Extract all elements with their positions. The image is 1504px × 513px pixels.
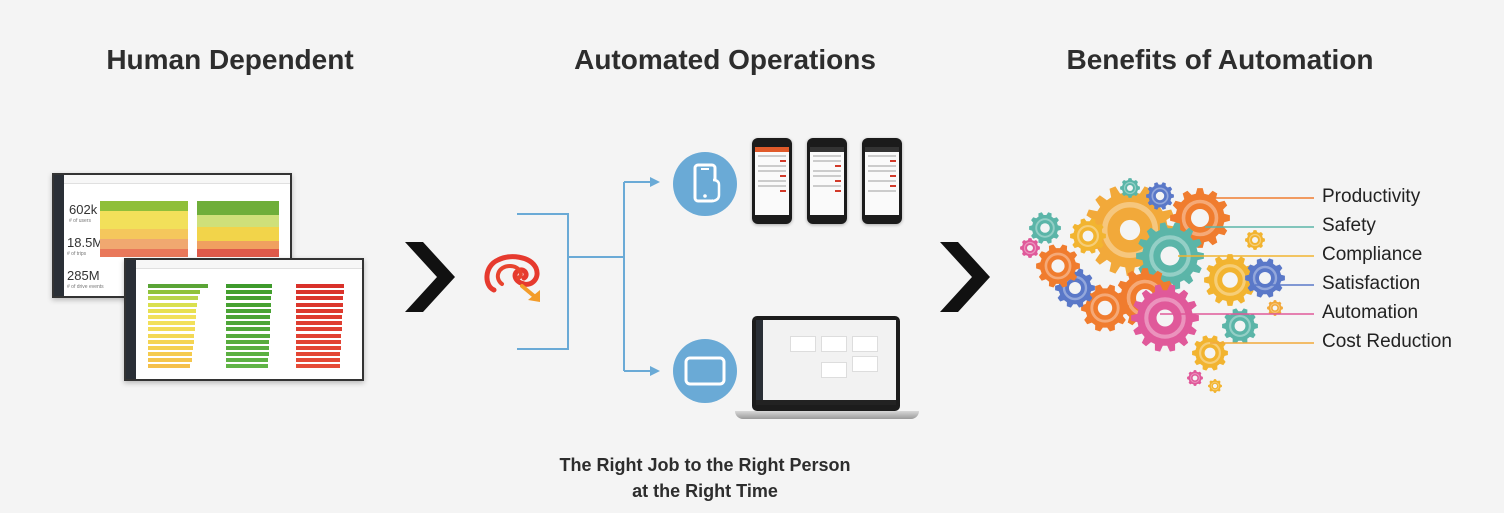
- gear: [1081, 284, 1129, 332]
- gear: [1146, 182, 1174, 210]
- gear: [1192, 335, 1228, 371]
- gear: [1070, 218, 1106, 254]
- bar-chart-green: [226, 284, 286, 371]
- metric-drive-events-label: # of drive events: [67, 284, 104, 290]
- benefit-satisfaction: Satisfaction: [1322, 273, 1421, 294]
- gear: [1208, 379, 1222, 393]
- gear: [1245, 258, 1285, 298]
- metric-trips: 18.5M # of trips: [67, 235, 103, 257]
- bar-chart-red: [296, 284, 356, 371]
- brain-logo-icon: [484, 254, 540, 302]
- bar-chart-yellow: [148, 284, 218, 371]
- caption-line-1: The Right Job to the Right Person: [559, 455, 851, 475]
- metric-drive-events-value: 285M: [67, 268, 100, 283]
- phone-screenshot-1: [752, 138, 792, 224]
- tablet-icon: [684, 356, 726, 386]
- chevron-right-icon: [405, 242, 455, 312]
- caption-line-2: at the Right Time: [632, 481, 778, 501]
- benefit-productivity: Productivity: [1322, 186, 1421, 207]
- metric-users: 602k # of users: [69, 202, 97, 224]
- benefit-automation: Automation: [1322, 302, 1419, 323]
- gear: [1204, 254, 1256, 306]
- gear: [1120, 178, 1140, 198]
- benefit-safety: Safety: [1322, 215, 1376, 236]
- metric-trips-value: 18.5M: [67, 235, 104, 250]
- tablet-circle: [673, 339, 737, 403]
- chevron-right-icon: [940, 242, 990, 312]
- metric-trips-label: # of trips: [67, 251, 87, 257]
- heading-human-dependent: Human Dependent: [106, 44, 354, 75]
- benefit-cost-reduction: Cost Reduction: [1322, 331, 1452, 352]
- dashboard-screenshot-back: 602k # of users 18.5M # of trips 285M # …: [52, 173, 292, 298]
- flow-connectors: [517, 177, 660, 376]
- metric-drive-events: 285M # of drive events: [67, 268, 104, 290]
- benefit-compliance: Compliance: [1322, 244, 1423, 265]
- metric-users-label: # of users: [69, 218, 91, 224]
- phone-circle: [673, 152, 737, 216]
- area-chart-right: [197, 201, 279, 257]
- gear: [1245, 230, 1265, 250]
- gear: [1029, 212, 1061, 244]
- heading-benefits-of-automation: Benefits of Automation: [1066, 44, 1374, 75]
- gear: [1222, 308, 1258, 344]
- laptop-base: [735, 411, 919, 419]
- metric-users-value: 602k: [69, 202, 98, 217]
- smartphone-icon: [693, 163, 721, 203]
- phone-screenshot-2: [807, 138, 847, 224]
- gear: [1267, 300, 1283, 316]
- laptop-screenshot: [752, 316, 900, 411]
- heading-automated-operations: Automated Operations: [574, 44, 876, 75]
- gear: [1187, 370, 1203, 386]
- gears-brain-icon: [1020, 178, 1285, 393]
- area-chart-left: [100, 201, 188, 257]
- dashboard-screenshot-front: [124, 258, 364, 381]
- diagram-caption: The Right Job to the Right Person at the…: [520, 452, 890, 504]
- phone-screenshot-3: [862, 138, 902, 224]
- gear: [1020, 238, 1040, 258]
- benefit-connector-lines: [1160, 197, 1314, 344]
- gear: [1036, 244, 1080, 288]
